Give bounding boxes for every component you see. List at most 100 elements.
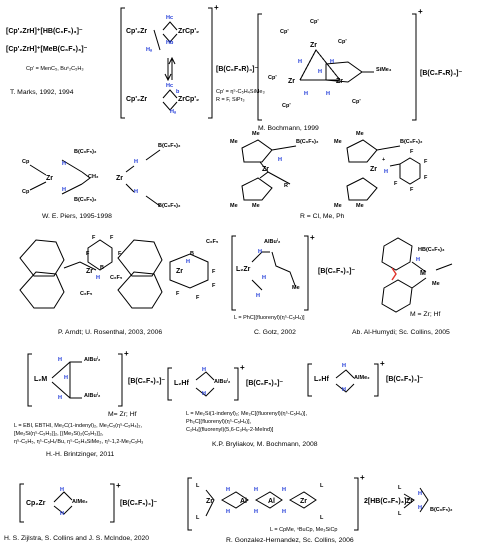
zrc-zr-2: Zr: [370, 166, 377, 173]
gonz-h-7: H: [418, 491, 422, 497]
piers-cp-bottom: Cp: [22, 189, 30, 195]
gonz-h-5: H: [282, 487, 286, 493]
boch2-cp-3: Cp': [268, 75, 277, 81]
zrc-me-5: Me: [334, 139, 342, 145]
zrc-plus: +: [382, 157, 386, 163]
brintz-credit: H.-H. Brintzinger, 2011: [46, 451, 115, 458]
piers-cp-top: Cp: [22, 159, 30, 165]
gonz-zr-2: Zr: [300, 498, 307, 505]
bryl-albu: AlBuⁱ₂: [214, 379, 231, 385]
gonz-anion: 2[HB(C₆F₅)₃]⁻: [364, 498, 410, 505]
boch1-h-c2: Hc: [166, 83, 174, 89]
boch1-top-left: Cp'₂Zr: [126, 28, 148, 35]
piers-zr-2: Zr: [116, 175, 123, 182]
zrc-f-5: F: [410, 149, 414, 155]
brintz-l-def-1: L = EBI, EBTHI, Me₂C(1-indenyl)₂, Me₂C₅(…: [14, 423, 143, 429]
boch1-plus: +: [214, 3, 219, 12]
bryl-anion-a: [B(C₆F₅)₄]⁻: [246, 380, 284, 387]
boch2-zr-top: Zr: [310, 42, 317, 49]
gonz-plus: +: [360, 473, 365, 482]
gonz-h-2: H: [226, 509, 230, 515]
zrc-caption: R = Cl, Me, Ph: [300, 213, 345, 220]
piers-b2-bottom: B(C₆F₅)₂: [158, 203, 181, 209]
brintz-h-3: H: [58, 395, 62, 401]
zrc-me-4: Me: [252, 203, 260, 209]
humydi-hb: HB(C₆F₅)₃: [418, 247, 445, 253]
humydi-credit: Ab. Al-Humydi; Sc. Collins, 2005: [352, 329, 450, 336]
boch1-h-b2: b: [176, 89, 180, 95]
boch1-h-a: Hₐ: [146, 47, 153, 53]
bryl-l2hf-a: L₂Hf: [174, 380, 189, 387]
gonz-zr-1: Zr: [206, 498, 213, 505]
bryl-h-2: H: [202, 391, 206, 397]
piers-credit: W. E. Piers, 1995-1998: [42, 213, 112, 220]
zijl-plus: +: [116, 481, 121, 490]
bryl-plus-a: +: [240, 363, 245, 372]
gonz-l-2: L: [196, 515, 200, 521]
arndt-c6f5-3: C₆F₅: [206, 239, 219, 245]
gonz-h-3: H: [254, 487, 258, 493]
zrc-me-1: Me: [230, 139, 238, 145]
gonz-l-6: L: [398, 511, 402, 517]
boch2-zr-right: Zr: [336, 78, 343, 85]
humydi-me: Me: [432, 281, 440, 287]
marks-credit: T. Marks, 1992, 1994: [10, 89, 74, 96]
arndt-f-8: F: [176, 291, 180, 297]
arndt-b-1: B: [100, 265, 104, 271]
zrc-f-1: F: [424, 159, 428, 165]
bryl-credit: K.P. Bryliakov, M. Bochmann, 2008: [212, 441, 318, 448]
bryl-l-def-1: L = Me₂Si(1-indenyl)₂; Me₂C[(fluorenyl)(…: [186, 411, 307, 417]
zrc-r: R: [284, 183, 288, 189]
zrc-me-6: Me: [356, 131, 364, 137]
boch1-h-a2: Hₐ: [170, 109, 177, 115]
bryl-plus-b: +: [380, 359, 385, 368]
gonz-h-6: H: [282, 509, 286, 515]
gonz-l-5: L: [398, 485, 402, 491]
bryl-anion-b: [B(C₆F₅)₄]⁻: [386, 376, 424, 383]
bryl-l-def-2: Ph₂C[(fluorenyl)(η⁵-C₅H₄)],: [186, 419, 252, 425]
brintz-l2m: L₂M: [34, 376, 48, 383]
boch2-anion: [B(C₆F₅R)₄]⁻: [420, 70, 463, 77]
arndt-f-6: F: [212, 283, 216, 289]
boch1-h-b: Hb: [166, 40, 174, 46]
boch1-def-2: R = F, SiPr₃: [216, 97, 245, 103]
zrc-b-1: B(C₆F₅)₂: [296, 139, 319, 145]
arndt-f-5: F: [212, 269, 216, 275]
gotz-credit: C. Gotz, 2002: [254, 329, 296, 336]
arndt-f-3: F: [118, 251, 122, 257]
gotz-plus: +: [310, 233, 315, 242]
arndt-c6f5-1: C₆F₅: [110, 275, 123, 281]
zrc-f-3: F: [410, 187, 414, 193]
boch1-def-1: Cp' = η⁵-C₅H₄SiMe₃: [216, 89, 265, 95]
humydi-m: M: [420, 270, 426, 277]
arndt-f-4: F: [86, 251, 90, 257]
gotz-me: Me: [292, 285, 300, 291]
gonz-l-1: L: [196, 483, 200, 489]
gonz-l-3: L: [320, 483, 324, 489]
zijl-h-1: H: [60, 487, 64, 493]
humydi-caption: M = Zr; Hf: [410, 311, 441, 318]
gonz-al-1: Al: [240, 498, 247, 505]
gonz-zr-3: Zr: [406, 498, 413, 505]
piers-zr-1: Zr: [46, 175, 53, 182]
boch2-cp-4: Cp': [282, 103, 291, 109]
brintz-m-def: M= Zr; Hf: [108, 411, 137, 418]
zijl-anion: [B(C₆F₅)₄]⁻: [120, 500, 158, 507]
gonz-al-2: Al: [268, 498, 275, 505]
bryl-h-1: H: [202, 367, 206, 373]
brintz-al-top: AlBuⁱ₂: [84, 357, 101, 363]
zrc-b-2: B(C₆F₅)₂: [400, 139, 423, 145]
marks-formula-1: [Cp'₂ZrH]⁺[HB(C₆F₅)₃]⁻: [6, 28, 83, 35]
arndt-h-2: H: [186, 259, 190, 265]
zrc-h-1: H: [278, 157, 282, 163]
boch2-h-5: H: [326, 91, 330, 97]
boch2-cp-2: Cp': [280, 29, 289, 35]
gotz-albu: AlBuⁱ₂: [264, 239, 281, 245]
arndt-zr-2: Zr: [176, 268, 183, 275]
piers-h-4: H: [134, 189, 138, 195]
zrc-f-4: F: [394, 181, 398, 187]
piers-b-bottom: B(C₆F₅)₂: [74, 197, 97, 203]
ligand-linker-highlight: [391, 267, 397, 281]
arndt-zr-1: Zr: [86, 268, 93, 275]
boch1-bottom-left: Cp'₂Zr: [126, 96, 148, 103]
